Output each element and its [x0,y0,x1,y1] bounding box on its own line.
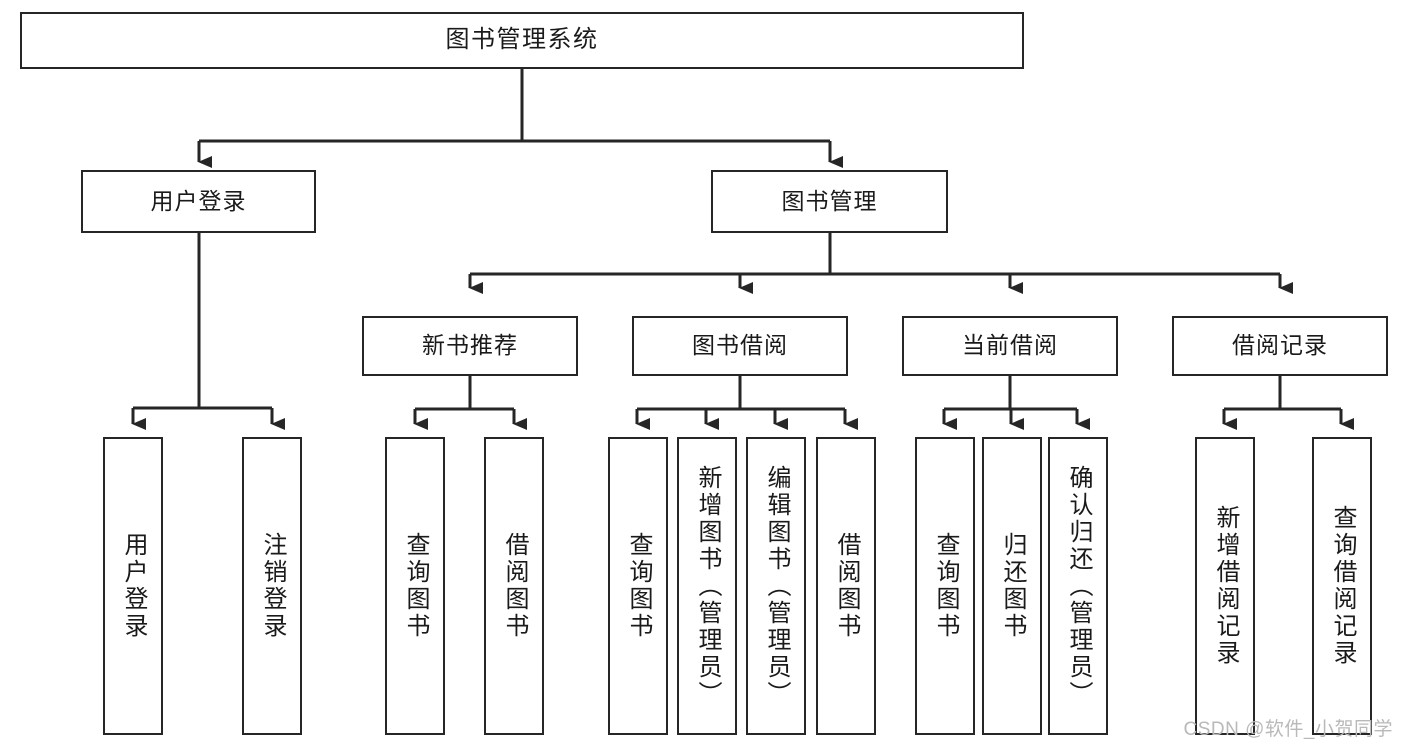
node-borrow-record[interactable]: 借阅记录 [1172,316,1388,376]
node-label: 确认归还（管理员） [1065,464,1092,708]
node-leaf-query-borrow-record[interactable]: 查询借阅记录 [1312,437,1372,735]
node-root-book-management-system[interactable]: 图书管理系统 [20,12,1024,69]
node-label: 新书推荐 [422,332,518,359]
node-label: 注销登录 [259,532,286,640]
node-label: 查询图书 [625,532,652,640]
node-label: 图书管理系统 [445,26,599,54]
node-label: 用户登录 [150,187,247,214]
node-label: 当前借阅 [962,332,1058,359]
node-leaf-current-query-book[interactable]: 查询图书 [915,437,975,735]
node-label: 新增图书（管理员） [694,464,721,708]
node-leaf-new-book-query[interactable]: 查询图书 [385,437,445,735]
node-book-management[interactable]: 图书管理 [711,170,948,233]
node-leaf-user-login[interactable]: 用户登录 [103,437,163,735]
node-leaf-edit-book-admin[interactable]: 编辑图书（管理员） [746,437,806,735]
node-leaf-confirm-return-admin[interactable]: 确认归还（管理员） [1048,437,1108,735]
node-label: 图书管理 [781,187,878,214]
node-leaf-add-borrow-record[interactable]: 新增借阅记录 [1195,437,1255,735]
node-label: 图书借阅 [692,332,788,359]
node-new-book-recommend[interactable]: 新书推荐 [362,316,578,376]
node-leaf-add-book-admin[interactable]: 新增图书（管理员） [677,437,737,735]
node-label: 借阅图书 [501,532,528,640]
node-current-borrow[interactable]: 当前借阅 [902,316,1118,376]
node-label: 查询借阅记录 [1329,505,1356,667]
node-label: 编辑图书（管理员） [763,464,790,708]
node-leaf-borrow-query-book[interactable]: 查询图书 [608,437,668,735]
node-label: 借阅记录 [1232,332,1328,359]
node-label: 查询图书 [402,532,429,640]
node-leaf-new-book-borrow[interactable]: 借阅图书 [484,437,544,735]
node-label: 借阅图书 [833,532,860,640]
node-user-login[interactable]: 用户登录 [81,170,316,233]
node-book-borrow[interactable]: 图书借阅 [632,316,848,376]
node-label: 查询图书 [932,532,959,640]
watermark: CSDN @软件_小贺同学 [1183,719,1393,740]
node-label: 用户登录 [120,532,147,640]
node-label: 归还图书 [999,532,1026,640]
node-leaf-return-book[interactable]: 归还图书 [982,437,1042,735]
node-leaf-logout[interactable]: 注销登录 [242,437,302,735]
node-leaf-borrow-book[interactable]: 借阅图书 [816,437,876,735]
node-label: 新增借阅记录 [1212,505,1239,667]
